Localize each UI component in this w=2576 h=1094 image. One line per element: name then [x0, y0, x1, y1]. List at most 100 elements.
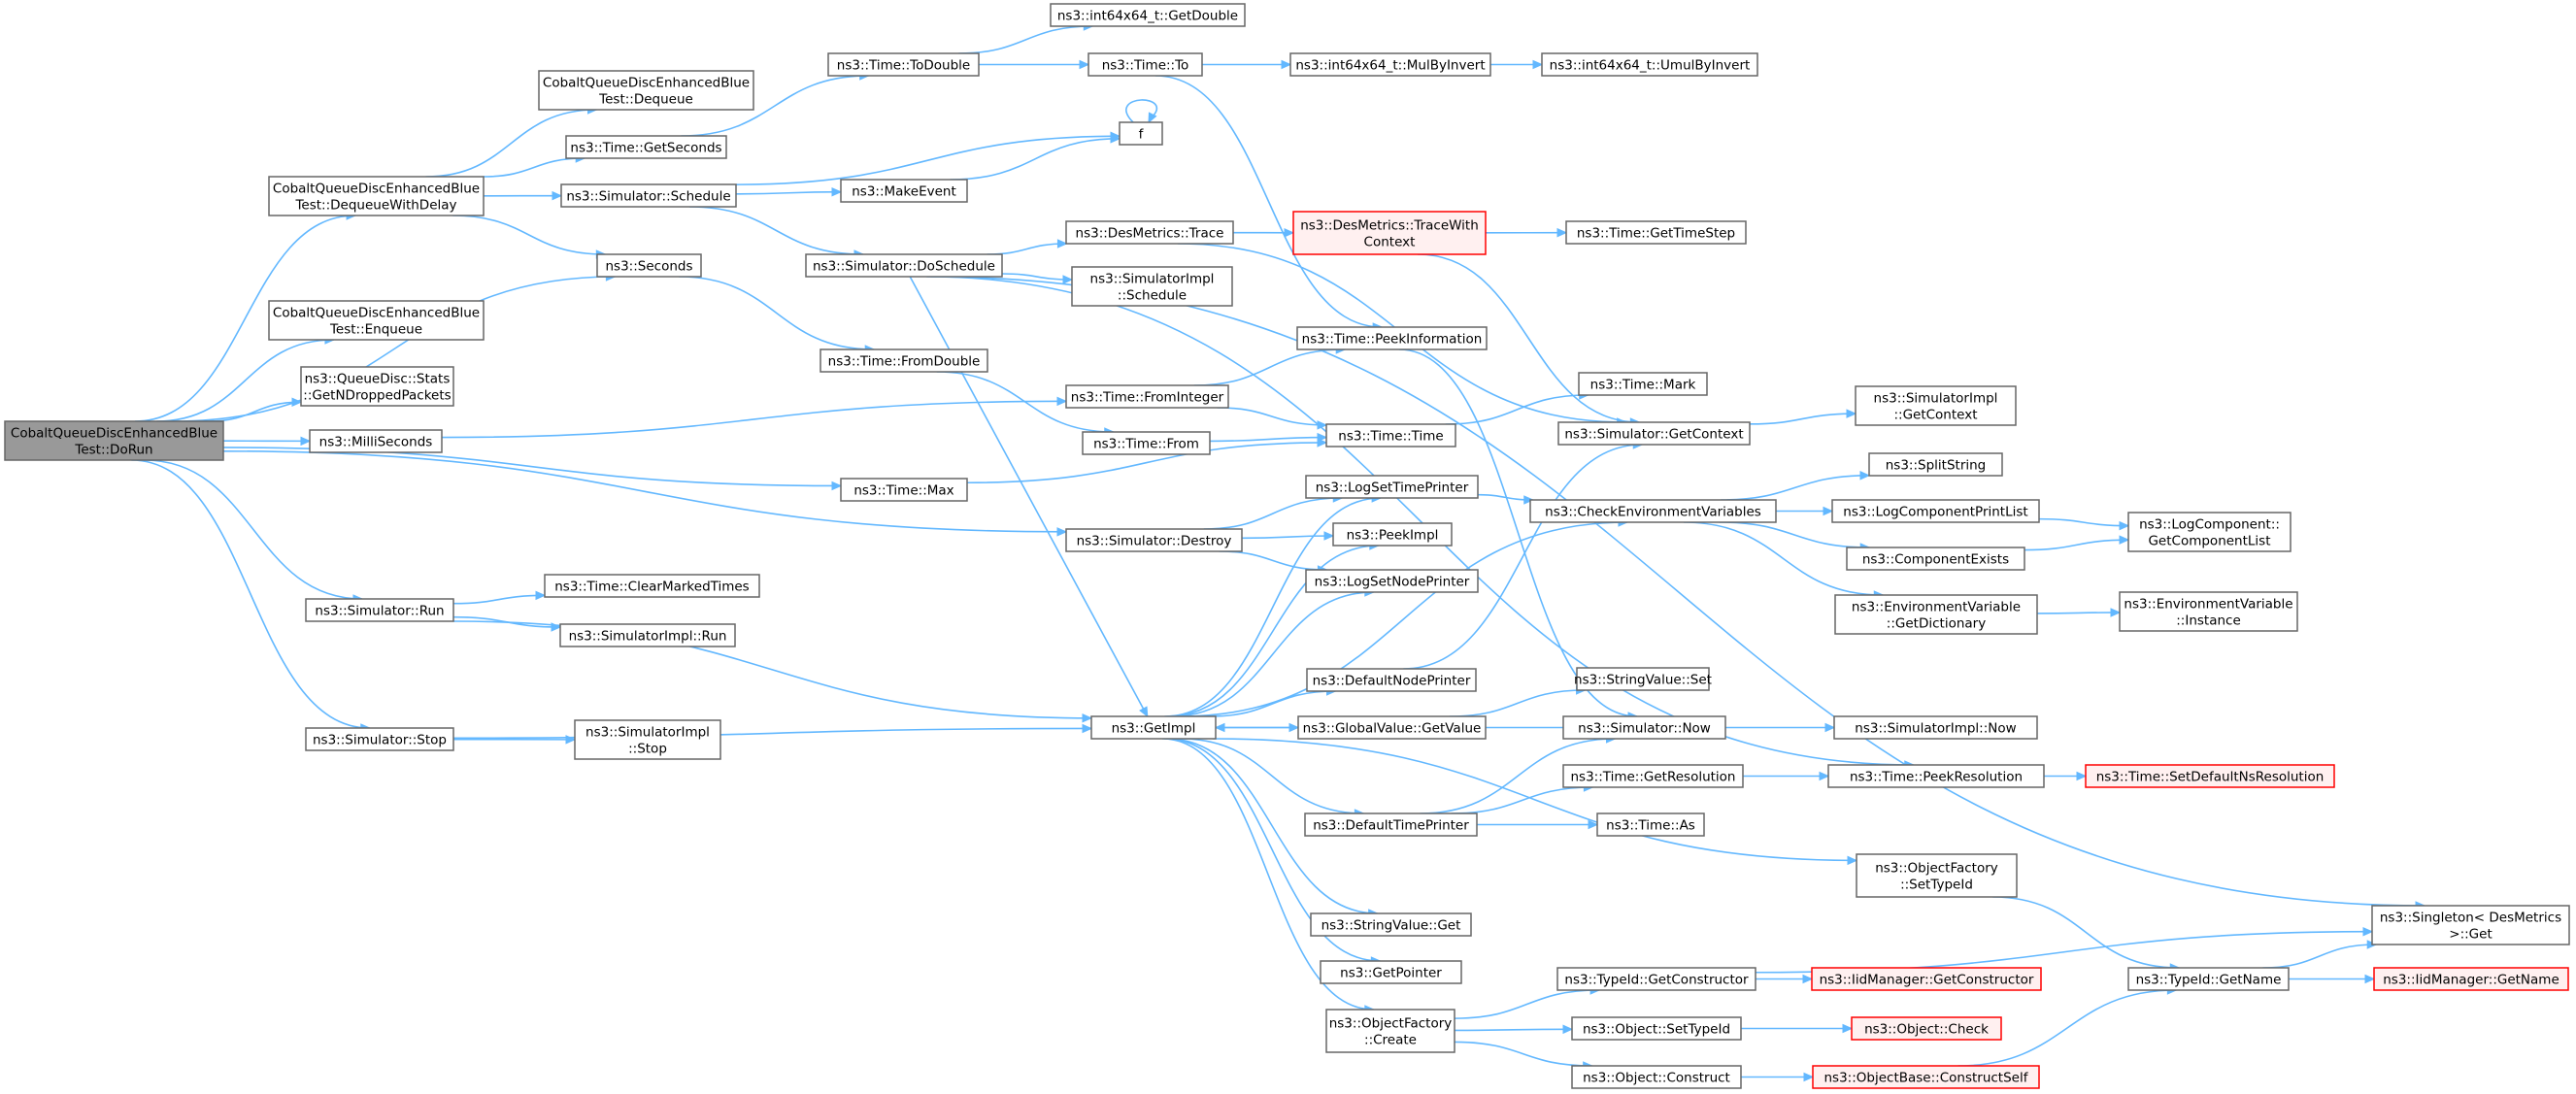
edge-seconds-to-fromdouble: [679, 276, 876, 354]
node-f[interactable]: f: [1119, 121, 1163, 146]
node-objsettid[interactable]: ns3::Object::SetTypeId: [1571, 1016, 1742, 1041]
node-box: [268, 300, 485, 341]
edge-milli-to-fromint: [441, 396, 1068, 439]
edge-mulbyinv-to-umulbyinv: [1490, 59, 1544, 70]
node-getctx[interactable]: ns3::Simulator::GetContext: [1557, 421, 1751, 446]
node-getsec[interactable]: ns3::Time::GetSeconds: [565, 135, 727, 159]
node-box: [1297, 715, 1487, 740]
node-iidgetc[interactable]: ns3::IidManager::GetConstructor: [1811, 967, 2042, 991]
edge-arrowhead: [1281, 59, 1292, 70]
node-deftp[interactable]: ns3::DefaultTimePrinter: [1304, 812, 1478, 837]
node-singleton[interactable]: ns3::Singleton< DesMetrics>::Get: [2371, 905, 2570, 945]
node-label: ns3::PeekImpl: [1347, 528, 1439, 544]
node-logstp[interactable]: ns3::LogSetTimePrinter: [1305, 475, 1479, 499]
node-box: [1071, 266, 1233, 307]
node-ttime[interactable]: ns3::Time::Time: [1325, 423, 1456, 448]
node-getdouble[interactable]: ns3::int64x64_t::GetDouble: [1050, 3, 1246, 27]
node-fromint[interactable]: ns3::Time::FromInteger: [1065, 384, 1229, 409]
node-label: ::Create: [1364, 1033, 1417, 1048]
node-peekimpl[interactable]: ns3::PeekImpl: [1332, 522, 1453, 547]
edge-sched-to-makeevent: [735, 186, 843, 197]
node-label: ns3::GetPointer: [1340, 966, 1442, 981]
node-dmtrace[interactable]: ns3::DesMetrics::Trace: [1065, 220, 1234, 245]
node-ofsettid[interactable]: ns3::ObjectFactory::SetTypeId: [1856, 853, 2018, 898]
node-box: [1834, 594, 2038, 635]
node-objconstr[interactable]: ns3::Object::Construct: [1571, 1065, 1742, 1089]
node-tfrom[interactable]: ns3::Time::From: [1082, 431, 1211, 455]
node-tmark[interactable]: ns3::Time::Mark: [1578, 372, 1708, 396]
node-getptr[interactable]: ns3::GetPointer: [1320, 960, 1462, 984]
node-simplrun[interactable]: ns3::SimulatorImpl::Run: [559, 623, 736, 647]
node-gvget[interactable]: ns3::GlobalValue::GetValue: [1297, 715, 1487, 740]
node-stats[interactable]: ns3::QueueDisc::Stats::GetNDroppedPacket…: [300, 366, 454, 407]
node-tto[interactable]: ns3::Time::To: [1087, 52, 1203, 77]
node-getres[interactable]: ns3::Time::GetResolution: [1562, 764, 1744, 788]
node-tidgetname[interactable]: ns3::TypeId::GetName: [2127, 967, 2290, 991]
node-iidgetname[interactable]: ns3::IidManager::GetName: [2373, 967, 2569, 991]
node-label: ::SetTypeId: [1900, 878, 1973, 893]
node-svget[interactable]: ns3::StringValue::Get: [1310, 912, 1472, 937]
node-umulbyinv[interactable]: ns3::int64x64_t::UmulByInvert: [1541, 52, 1758, 77]
node-envgetdict[interactable]: ns3::EnvironmentVariable::GetDictionary: [1834, 594, 2038, 635]
node-dqwd[interactable]: CobaltQueueDiscEnhancedBlueTest::Dequeue…: [268, 176, 485, 216]
node-tas[interactable]: ns3::Time::As: [1596, 812, 1705, 837]
node-simplsched[interactable]: ns3::SimulatorImpl::Schedule: [1071, 266, 1233, 307]
node-box: [1812, 1065, 2040, 1089]
node-gettimestep[interactable]: ns3::Time::GetTimeStep: [1565, 220, 1747, 245]
node-srun[interactable]: ns3::Simulator::Run: [305, 598, 454, 622]
node-sstop[interactable]: ns3::Simulator::Stop: [305, 727, 454, 751]
node-todouble[interactable]: ns3::Time::ToDouble: [827, 52, 980, 77]
node-box: [1119, 121, 1163, 146]
edge-arrowhead: [1842, 1023, 1854, 1034]
node-snow[interactable]: ns3::Simulator::Now: [1562, 715, 1726, 740]
node-label: f: [1139, 127, 1145, 143]
node-setdefres[interactable]: ns3::Time::SetDefaultNsResolution: [2085, 764, 2335, 788]
node-dosched[interactable]: ns3::Simulator::DoSchedule: [805, 253, 1003, 278]
node-clearmt[interactable]: ns3::Time::ClearMarkedTimes: [544, 574, 760, 598]
node-objcheck[interactable]: ns3::Object::Check: [1851, 1016, 2002, 1041]
node-svset[interactable]: ns3::StringValue::Set: [1574, 667, 1712, 691]
edge-sched-to-dosched: [689, 206, 865, 259]
node-box: [1304, 812, 1478, 837]
edge-envgetdict-to-envinst: [2036, 608, 2122, 617]
node-seconds[interactable]: ns3::Seconds: [596, 253, 702, 278]
node-label: >::Get: [2449, 927, 2492, 943]
node-label: ns3::IidManager::GetConstructor: [1820, 973, 2034, 988]
node-defnp[interactable]: ns3::DefaultNodePrinter: [1306, 668, 1477, 692]
edge-root-to-srun: [144, 459, 364, 604]
node-label: ns3::SimulatorImpl::Run: [569, 629, 727, 645]
node-checkenv[interactable]: ns3::CheckEnvironmentVariables: [1529, 499, 1777, 523]
node-peekinfo[interactable]: ns3::Time::PeekInformation: [1296, 326, 1488, 350]
edge-root-to-stats: [208, 397, 303, 422]
node-label: ns3::CheckEnvironmentVariables: [1545, 505, 1761, 520]
node-simplnow[interactable]: ns3::SimulatorImpl::Now: [1833, 715, 2038, 740]
node-getimpl[interactable]: ns3::GetImpl: [1090, 715, 1217, 740]
node-tidgetc[interactable]: ns3::TypeId::GetConstructor: [1556, 967, 1756, 991]
node-ofcreate[interactable]: ns3::ObjectFactory::Create: [1325, 1009, 1455, 1053]
node-sdestroy[interactable]: ns3::Simulator::Destroy: [1065, 528, 1243, 552]
node-simplgetctx[interactable]: ns3::SimulatorImpl::GetContext: [1855, 385, 2017, 426]
node-envinst[interactable]: ns3::EnvironmentVariable::Instance: [2119, 591, 2298, 632]
node-logcgcl[interactable]: ns3::LogComponent::GetComponentList: [2127, 512, 2292, 552]
node-label: ns3::Object::SetTypeId: [1583, 1022, 1730, 1038]
node-logsnp[interactable]: ns3::LogSetNodePrinter: [1305, 569, 1479, 593]
node-logcpl[interactable]: ns3::LogComponentPrintList: [1831, 499, 2040, 523]
node-compexists[interactable]: ns3::ComponentExists: [1846, 547, 2025, 571]
node-mulbyinv[interactable]: ns3::int64x64_t::MulByInvert: [1289, 52, 1491, 77]
node-makeevent[interactable]: ns3::MakeEvent: [840, 179, 968, 203]
node-sched[interactable]: ns3::Simulator::Schedule: [560, 183, 737, 208]
node-milli[interactable]: ns3::MilliSeconds: [309, 429, 443, 453]
edge-arrowhead: [1859, 471, 1871, 481]
node-tmax[interactable]: ns3::Time::Max: [840, 478, 968, 502]
node-fromdouble[interactable]: ns3::Time::FromDouble: [820, 348, 988, 373]
edge-arrowhead: [1803, 1072, 1815, 1082]
node-obconstrself[interactable]: ns3::ObjectBase::ConstructSelf: [1812, 1065, 2040, 1089]
node-simplstop[interactable]: ns3::SimulatorImpl::Stop: [574, 719, 721, 760]
edge-tidgetc-to-singleton: [1755, 926, 2374, 974]
node-splitstr[interactable]: ns3::SplitString: [1868, 452, 2003, 477]
node-peekres[interactable]: ns3::Time::PeekResolution: [1827, 764, 2045, 788]
